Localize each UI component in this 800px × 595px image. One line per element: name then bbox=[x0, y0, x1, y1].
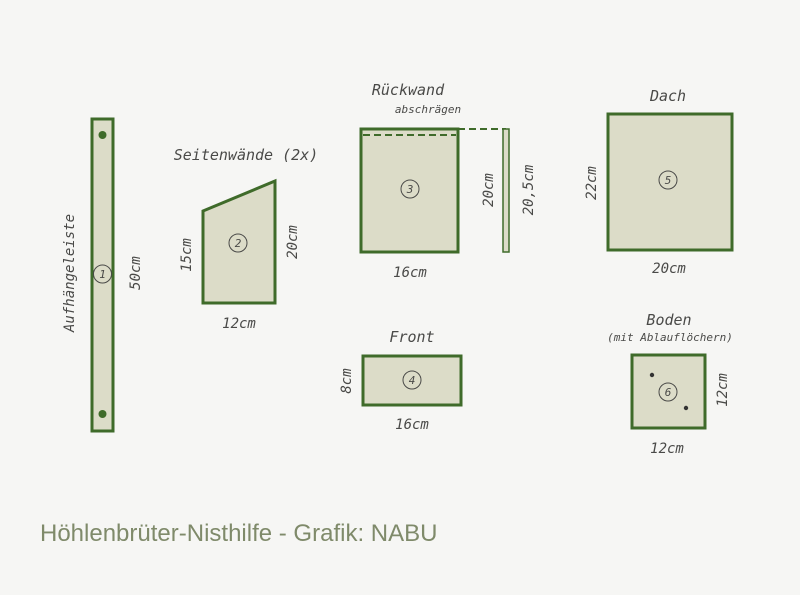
boden-board bbox=[630, 353, 707, 430]
aufhaengeleiste-label: Aufhängeleiste bbox=[62, 214, 78, 333]
seitenwand-board bbox=[201, 178, 277, 305]
part-number-circle bbox=[93, 264, 112, 284]
part-number-5: 5 bbox=[665, 174, 672, 187]
rueckwand-height: 20cm bbox=[481, 173, 497, 207]
front-height: 8cm bbox=[339, 368, 355, 394]
part-seitenwaende: Seitenwände (2x) 2 15cm 20cm 12cm bbox=[174, 146, 319, 332]
boden-note: (mit Ablauflöchern) bbox=[607, 331, 733, 344]
part-rueckwand: Rückwand abschrägen 3 20cm 20,5cm 16cm bbox=[359, 81, 537, 281]
mounting-hole-top bbox=[98, 131, 107, 139]
part-number-circle bbox=[400, 179, 420, 199]
seitenwand-left-height: 15cm bbox=[179, 238, 195, 272]
drain-hole bbox=[649, 372, 655, 378]
part-number-circle bbox=[658, 170, 678, 190]
dach-height: 22cm bbox=[584, 166, 600, 200]
boden-width: 12cm bbox=[650, 441, 684, 457]
rueckwand-side-height: 20,5cm bbox=[521, 164, 537, 215]
part-number-circle bbox=[658, 382, 678, 402]
seitenwand-width: 12cm bbox=[222, 316, 256, 332]
part-number-circle bbox=[228, 233, 248, 253]
mounting-hole-bottom bbox=[98, 410, 107, 418]
rueckwand-board bbox=[359, 127, 460, 254]
drain-hole bbox=[683, 405, 689, 411]
rueckwand-title: Rückwand bbox=[372, 81, 445, 99]
part-boden: Boden (mit Ablauflöchern) 6 12cm 12cm bbox=[607, 311, 733, 457]
rueckwand-note: abschrägen bbox=[395, 103, 461, 116]
part-dach: Dach 5 22cm 20cm bbox=[584, 87, 734, 277]
rueckwand-side-profile bbox=[502, 128, 510, 253]
boden-title: Boden bbox=[646, 311, 691, 329]
part-number-1: 1 bbox=[99, 268, 106, 281]
dach-board bbox=[606, 112, 734, 252]
seitenwand-right-height: 20cm bbox=[285, 225, 301, 259]
front-title: Front bbox=[389, 328, 434, 346]
part-number-3: 3 bbox=[406, 183, 414, 196]
dach-title: Dach bbox=[649, 87, 686, 105]
part-number-2: 2 bbox=[235, 237, 242, 250]
image-caption: Höhlenbrüter-Nisthilfe - Grafik: NABU bbox=[40, 520, 438, 547]
part-front: Front 4 8cm 16cm bbox=[339, 328, 463, 433]
seitenwaende-title: Seitenwände (2x) bbox=[174, 146, 319, 164]
aufhaengeleiste-board bbox=[90, 117, 115, 433]
front-width: 16cm bbox=[395, 417, 429, 433]
part-aufhaengeleiste: 1 Aufhängeleiste 50cm bbox=[62, 117, 144, 433]
front-board bbox=[361, 354, 463, 407]
part-number-circle bbox=[402, 370, 422, 390]
dach-width: 20cm bbox=[652, 261, 686, 277]
part-number-6: 6 bbox=[665, 386, 672, 399]
aufhaengeleiste-length-label: 50cm bbox=[128, 256, 144, 290]
boden-height: 12cm bbox=[715, 373, 731, 407]
rueckwand-width: 16cm bbox=[393, 265, 427, 281]
part-number-4: 4 bbox=[409, 374, 416, 387]
